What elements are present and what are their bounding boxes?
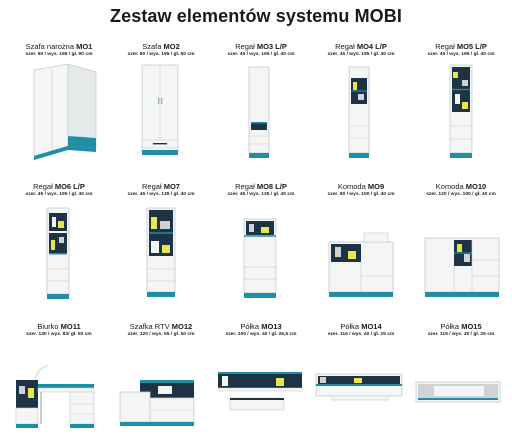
- item-mo1[interactable]: Szafa narożna MO1 szer. 90 / wys. 195 / …: [8, 42, 110, 58]
- item-mo13[interactable]: Półka MO13 szer. 100 / wys. 40 / gł. 26,…: [210, 322, 312, 338]
- item-label: Półka MO14: [340, 322, 382, 331]
- shelf-mo15-image: [415, 381, 501, 403]
- item-dimensions: szer. 45 / wys. 135 / gł. 40 cm: [127, 192, 195, 197]
- item-dimensions: szer. 45 / wys. 195 / gł. 40 cm: [227, 52, 295, 57]
- item-dimensions: szer. 90 / wys. 100 / gł. 40 cm: [327, 192, 395, 197]
- bookcase-mo8-image: [243, 218, 277, 298]
- item-dimensions: szer. 45 / wys. 135 / gł. 40 cm: [227, 192, 295, 197]
- item-dimensions: szer. 100 / wys. 40 / gł. 26,5 cm: [225, 332, 297, 337]
- item-mo15[interactable]: Półka MO15 szer. 115 / wys. 30 / gł. 25 …: [410, 322, 512, 338]
- item-label: Biurko MO11: [37, 322, 81, 331]
- item-mo11[interactable]: Biurko MO11 szer. 130 / wys. 83/ gł. 50 …: [8, 322, 110, 338]
- desk-image: [15, 364, 95, 428]
- item-dimensions: szer. 120 / wys. 100 / gł. 40 cm: [426, 192, 496, 197]
- item-mo7[interactable]: Regał MO7 szer. 45 / wys. 135 / gł. 40 c…: [110, 182, 212, 198]
- tv-stand-image: [119, 380, 195, 426]
- item-mo4[interactable]: Regał MO4 L/P szer. 45 / wys. 195 / gł. …: [310, 42, 412, 58]
- item-label: Szafa MO2: [142, 42, 180, 51]
- item-dimensions: szer. 115 / wys. 40 / gł. 25 cm: [327, 332, 395, 337]
- item-label: Regał MO8 L/P: [235, 182, 287, 191]
- shelf-mo13-image: [217, 372, 303, 411]
- item-label: Szafa narożna MO1: [25, 42, 93, 51]
- item-label: Regał MO5 L/P: [435, 42, 487, 51]
- bookcase-mo3-image: [248, 66, 270, 158]
- item-label: Półka MO15: [440, 322, 482, 331]
- item-dimensions: szer. 80 / wys. 195 / gł. 50 cm: [127, 52, 195, 57]
- item-mo6[interactable]: Regał MO6 L/P szer. 45 / wys. 195 / gł. …: [8, 182, 110, 198]
- corner-wardrobe-image: [33, 64, 97, 160]
- bookcase-mo7-image: [146, 207, 176, 297]
- item-label: Szafka RTV MO12: [129, 322, 193, 331]
- item-dimensions: szer. 130 / wys. 83/ gł. 50 cm: [26, 332, 92, 337]
- item-label: Regał MO7: [142, 182, 180, 191]
- chest-mo9-image: [328, 232, 394, 297]
- item-label: Półka MO13: [240, 322, 282, 331]
- item-dimensions: szer. 115 / wys. 30 / gł. 25 cm: [427, 332, 495, 337]
- item-label: Regał MO6 L/P: [33, 182, 85, 191]
- item-mo8[interactable]: Regał MO8 L/P szer. 45 / wys. 135 / gł. …: [210, 182, 312, 198]
- page-title: Zestaw elementów systemu MOBI: [110, 6, 402, 26]
- item-mo3[interactable]: Regał MO3 L/P szer. 45 / wys. 195 / gł. …: [210, 42, 312, 58]
- item-mo9[interactable]: Komoda MO9 szer. 90 / wys. 100 / gł. 40 …: [310, 182, 412, 198]
- item-label: Regał MO3 L/P: [235, 42, 287, 51]
- item-mo5[interactable]: Regał MO5 L/P szer. 45 / wys. 195 / gł. …: [410, 42, 512, 58]
- item-mo14[interactable]: Półka MO14 szer. 115 / wys. 40 / gł. 25 …: [310, 322, 412, 338]
- bookcase-mo4-image: [348, 66, 370, 158]
- item-dimensions: szer. 120 / wys. 55 / gł. 50 cm: [127, 332, 195, 337]
- item-mo2[interactable]: Szafa MO2 szer. 80 / wys. 195 / gł. 50 c…: [110, 42, 212, 58]
- item-dimensions: szer. 45 / wys. 195 / gł. 40 cm: [25, 192, 93, 197]
- item-mo12[interactable]: Szafka RTV MO12 szer. 120 / wys. 55 / gł…: [110, 322, 212, 338]
- item-dimensions: szer. 45 / wys. 195 / gł. 40 cm: [427, 52, 495, 57]
- shelf-mo14-image: [315, 373, 403, 401]
- item-dimensions: szer. 45 / wys. 195 / gł. 40 cm: [327, 52, 395, 57]
- item-label: Komoda MO10: [435, 182, 487, 191]
- item-label: Regał MO4 L/P: [335, 42, 387, 51]
- chest-mo10-image: [424, 237, 500, 297]
- bookcase-mo6-image: [46, 207, 70, 299]
- item-label: Komoda MO9: [337, 182, 385, 191]
- bookcase-mo5-image: [449, 64, 473, 158]
- wardrobe-image: [141, 64, 179, 155]
- item-mo10[interactable]: Komoda MO10 szer. 120 / wys. 100 / gł. 4…: [410, 182, 512, 198]
- item-dimensions: szer. 90 / wys. 195 / gł. 90 cm: [25, 52, 93, 57]
